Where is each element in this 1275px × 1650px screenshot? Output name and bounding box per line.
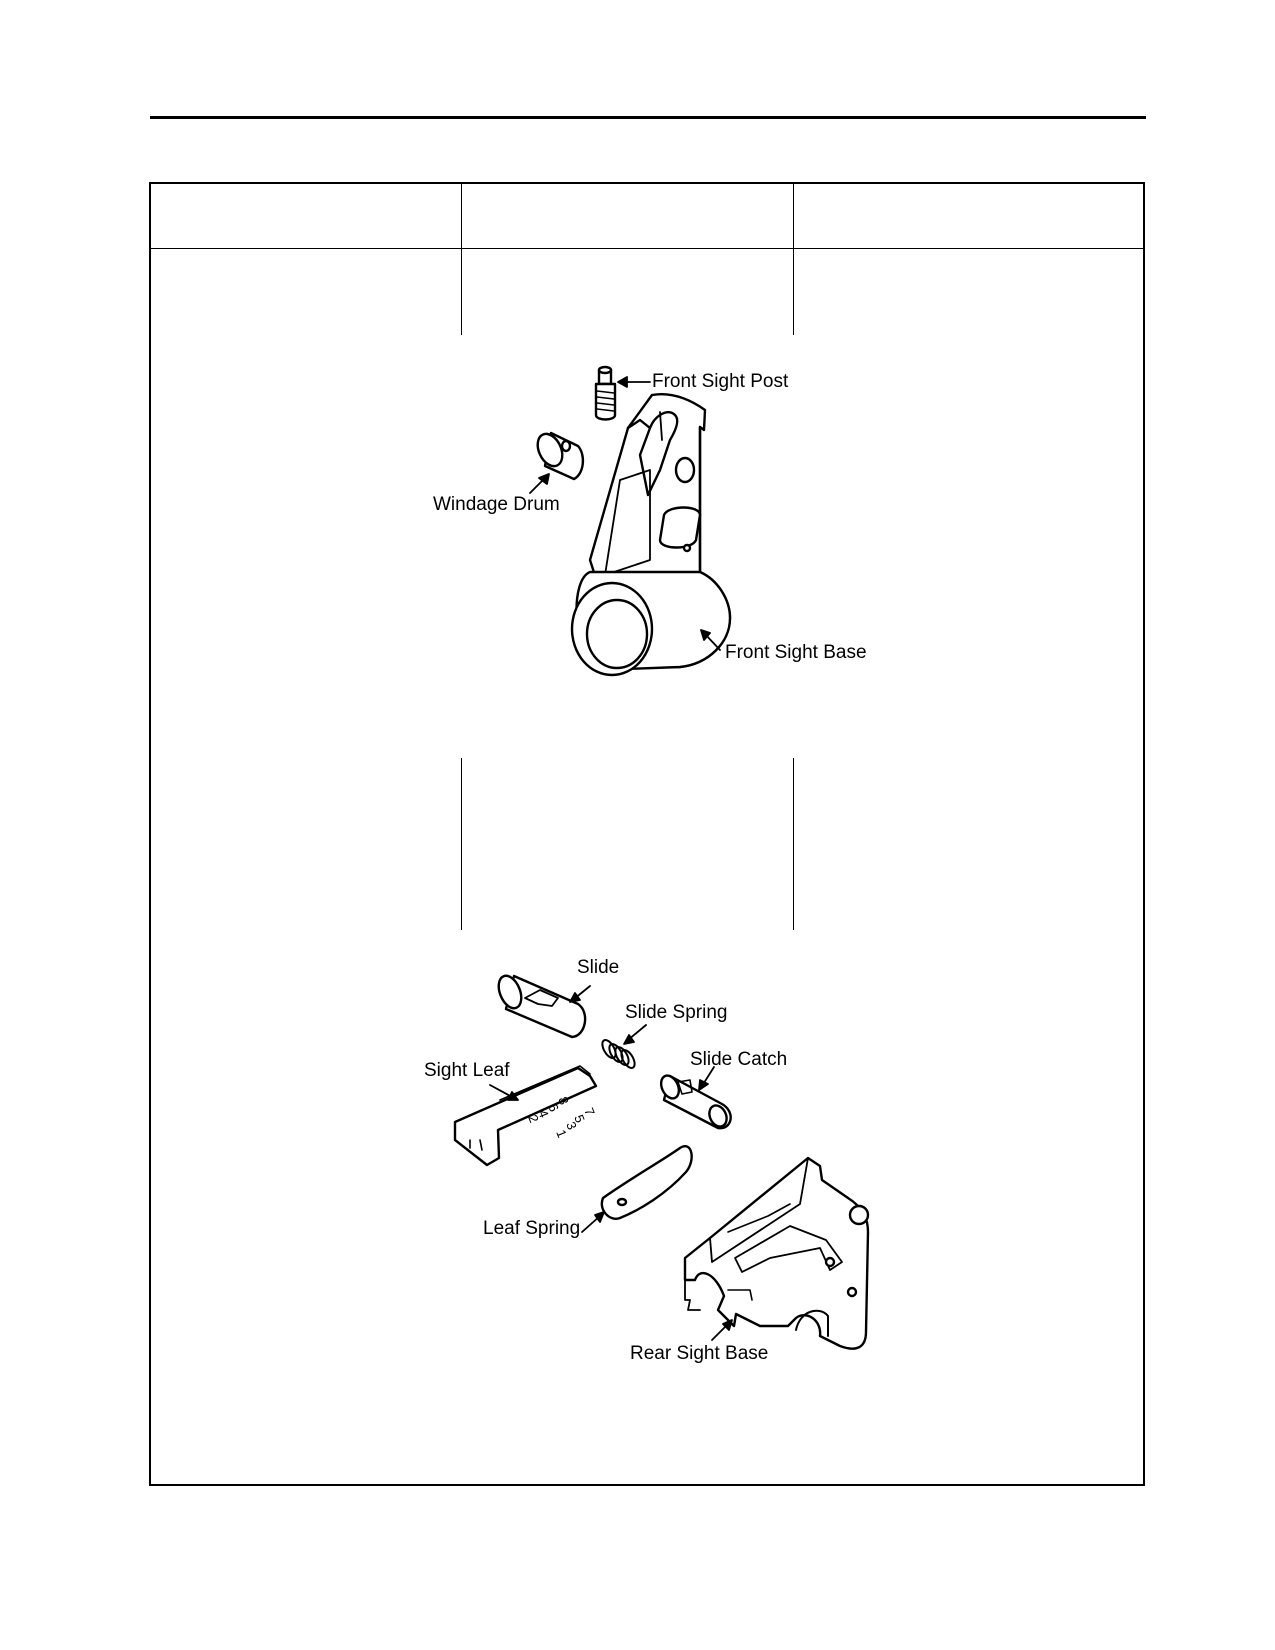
column-divider-1-middle (461, 758, 462, 930)
front-sight-post-part (594, 365, 617, 421)
callout-windage-drum: Windage Drum (433, 494, 560, 515)
callout-sight-leaf: Sight Leaf (424, 1060, 510, 1081)
scale-mark-7: 7 (581, 1106, 598, 1118)
column-divider-2-top (793, 183, 794, 335)
windage-drum-part (536, 431, 585, 481)
callout-leaf-spring: Leaf Spring (483, 1218, 581, 1239)
callout-slide: Slide (577, 957, 620, 978)
callout-slide-catch: Slide Catch (690, 1049, 788, 1070)
page-header-rule (150, 116, 1146, 119)
table-frame (149, 182, 1145, 1486)
leaf-spring-part (600, 1145, 693, 1220)
callout-front-sight-base: Front Sight Base (725, 642, 867, 663)
slide-spring-part (601, 1038, 636, 1070)
column-divider-1-top (461, 183, 462, 335)
callout-rear-sight-base: Rear Sight Base (630, 1343, 769, 1364)
rear-sight-base-part (683, 1156, 870, 1350)
front-sight-base-part (570, 393, 732, 677)
scale-mark-8: 8 (555, 1095, 572, 1107)
slide-catch-part (659, 1074, 732, 1130)
column-divider-2-middle (793, 758, 794, 930)
table-header-divider (150, 248, 1145, 249)
sight-leaf-part (453, 1065, 598, 1167)
callout-slide-spring: Slide Spring (625, 1002, 728, 1023)
callout-front-sight-post: Front Sight Post (652, 371, 789, 392)
slide-part (497, 974, 587, 1039)
